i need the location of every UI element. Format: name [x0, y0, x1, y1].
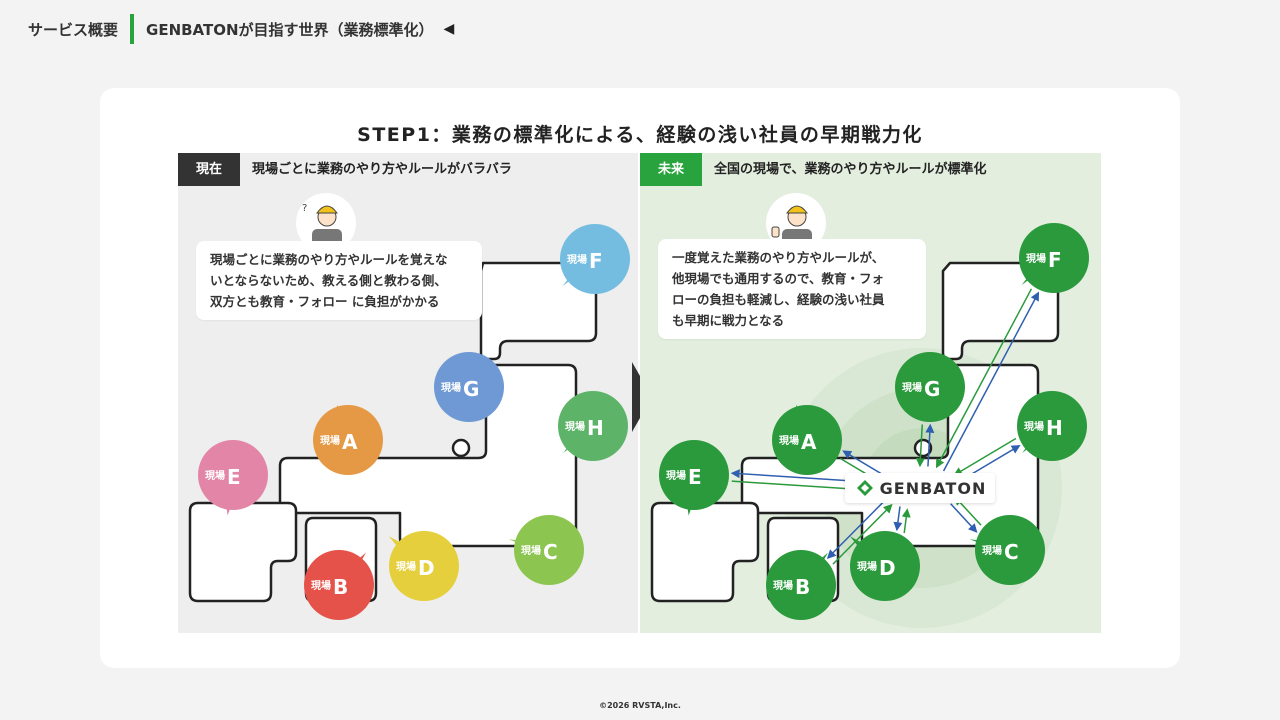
site-label: 現場 — [857, 560, 877, 573]
future-tag: 未来 — [640, 153, 703, 186]
current-panel: 現在 現場ごとに業務のやり方やルールがバラバラ ? 現場ごとに業務のやり方やルー… — [178, 153, 638, 633]
site-letter: C — [543, 540, 558, 564]
site-letter: B — [795, 575, 810, 599]
site-label: 現場 — [1026, 252, 1046, 265]
future-caption: 全国の現場で、業務のやり方やルールが標準化 — [714, 162, 987, 177]
site-label: 現場 — [441, 381, 461, 394]
genbaton-hub: GENBATON — [845, 473, 995, 503]
future-panel: 未来 全国の現場で、業務のやり方やルールが標準化 一度覚えた業務のやり方やルール… — [640, 153, 1101, 633]
genbaton-logo-icon — [856, 480, 873, 496]
site-letter: E — [227, 465, 241, 489]
inbound-arrow — [953, 437, 1017, 476]
page-title: GENBATONが目指す世界（業務標準化） — [146, 20, 434, 39]
worried-worker-icon: ? — [296, 193, 356, 251]
section-label: サービス概要 — [28, 20, 119, 39]
future-text-line: 他現場でも通用するので、教育・フォ — [672, 271, 885, 286]
inbound-arrow — [901, 508, 911, 534]
inbound-arrow — [915, 424, 925, 468]
future-text-line: も早期に戦力となる — [672, 313, 785, 328]
current-text-line: 現場ごとに業務のやり方やルールを覚えな — [210, 252, 448, 267]
site-letter: H — [587, 416, 604, 440]
outbound-arrow — [942, 291, 1040, 472]
site-label: 現場 — [320, 434, 340, 447]
svg-text:?: ? — [302, 203, 307, 214]
outbound-arrow — [925, 423, 935, 467]
left-triangle-icon[interactable]: ◀ — [443, 21, 455, 37]
site-label: 現場 — [902, 381, 922, 394]
site-letter: A — [342, 430, 358, 454]
site-label: 現場 — [567, 253, 587, 266]
outbound-arrow — [842, 450, 886, 477]
outbound-arrow — [893, 506, 903, 532]
site-label: 現場 — [311, 579, 331, 592]
site-label: 現場 — [773, 579, 793, 592]
future-text-line: 一度覚えた業務のやり方やルールが、 — [672, 250, 885, 265]
site-label: 現場 — [982, 544, 1002, 557]
current-description: 現場ごとに業務のやり方やルールを覚えな いとならないため、教える側と教わる側、 … — [196, 241, 482, 320]
current-text-line: いとならないため、教える側と教わる側、 — [210, 273, 447, 288]
site-letter: C — [1004, 540, 1019, 564]
site-letter: G — [924, 377, 940, 401]
accent-bar — [130, 14, 135, 44]
page-header: サービス概要 GENBATONが目指す世界（業務標準化） ◀ — [28, 14, 454, 44]
site-letter: B — [333, 575, 348, 599]
site-label: 現場 — [396, 560, 416, 573]
genbaton-label: GENBATON — [879, 478, 987, 498]
site-label: 現場 — [666, 469, 686, 482]
site-letter: E — [688, 465, 702, 489]
site-letter: F — [1048, 248, 1062, 272]
step-title: STEP1：業務の標準化による、経験の浅い社員の早期戦力化 — [357, 124, 923, 146]
site-letter: F — [589, 249, 603, 273]
site-letter: D — [418, 556, 435, 580]
site-letter: A — [801, 430, 817, 454]
inbound-arrow — [935, 288, 1033, 469]
site-label: 現場 — [1024, 420, 1044, 433]
outbound-arrow — [950, 503, 978, 533]
site-label: 現場 — [205, 469, 225, 482]
outbound-arrow — [826, 498, 888, 559]
site-letter: H — [1046, 416, 1063, 440]
site-label: 現場 — [779, 434, 799, 447]
copyright: ©2026 RVSTA,Inc. — [599, 701, 681, 710]
site-letter: G — [463, 377, 479, 401]
current-caption: 現場ごとに業務のやり方やルールがバラバラ — [252, 162, 512, 177]
site-label: 現場 — [565, 420, 585, 433]
future-text-line: ローの負担も軽減し、経験の浅い社員 — [672, 292, 885, 307]
current-tag: 現在 — [178, 153, 241, 186]
inbound-arrow — [832, 503, 893, 565]
site-label: 現場 — [521, 544, 541, 557]
current-text-line: 双方とも教育・フォロー に負担がかかる — [210, 294, 440, 309]
future-description: 一度覚えた業務のやり方やルールが、 他現場でも通用するので、教育・フォ ローの負… — [658, 239, 926, 339]
site-letter: D — [879, 556, 896, 580]
